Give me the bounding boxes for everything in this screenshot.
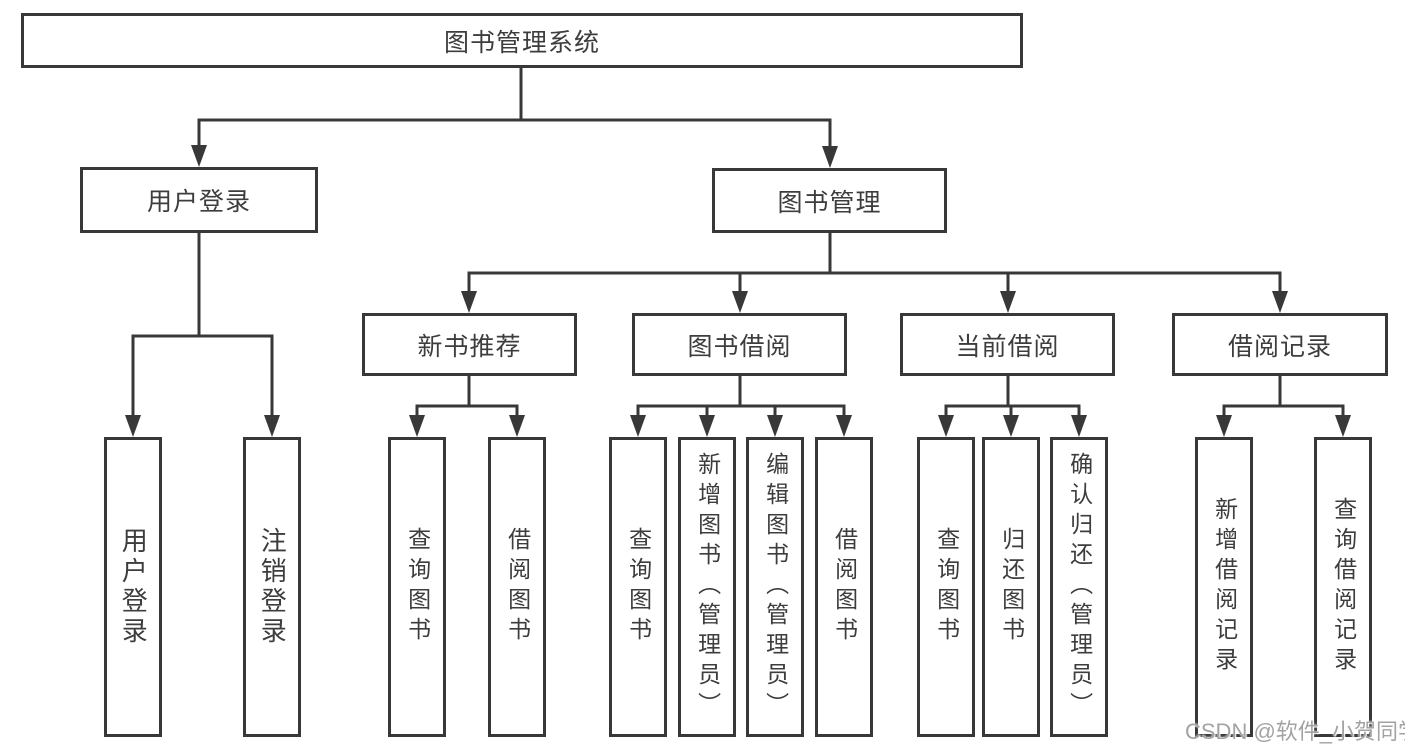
node-book-management: 图书管理 — [712, 168, 947, 233]
node-label: 新书推荐 — [417, 332, 522, 361]
node-book-borrowing: 图书借阅 — [632, 313, 847, 376]
leaf-add-books-admin: 新增图书（管理员） — [678, 437, 736, 737]
node-label: 图书借阅 — [687, 332, 792, 361]
node-label: 当前借阅 — [955, 332, 1060, 361]
connector-book-mgmt-children — [461, 231, 1288, 313]
leaf-confirm-return-admin: 确认归还（管理员） — [1050, 437, 1108, 737]
node-library-management-system: 图书管理系统 — [21, 13, 1023, 68]
node-user-login: 用户登录 — [80, 167, 318, 233]
connector-borrow-records-children — [1216, 374, 1351, 437]
leaf-logout: 注销登录 — [243, 437, 301, 737]
connector-user-login-children — [125, 231, 280, 437]
leaf-query-books: 查询图书 — [388, 437, 446, 737]
leaf-borrow-books: 借阅图书 — [488, 437, 546, 737]
leaf-edit-books-admin: 编辑图书（管理员） — [746, 437, 804, 737]
node-label: 新增图书（管理员） — [694, 452, 721, 722]
node-label: 借阅图书 — [831, 527, 858, 647]
node-label: 图书管理 — [777, 188, 882, 217]
leaf-return-books: 归还图书 — [982, 437, 1040, 737]
connector-root-children — [191, 66, 838, 168]
node-label: 新增借阅记录 — [1211, 497, 1238, 677]
leaf-borrow-books: 借阅图书 — [815, 437, 873, 737]
node-label: 归还图书 — [998, 527, 1025, 647]
leaf-query-books: 查询图书 — [917, 437, 975, 737]
leaf-query-books: 查询图书 — [609, 437, 667, 737]
leaf-add-borrow-record: 新增借阅记录 — [1195, 437, 1253, 737]
node-label: 借阅图书 — [504, 527, 531, 647]
node-current-borrowing: 当前借阅 — [900, 313, 1115, 376]
connector-new-book-rec-children — [409, 374, 525, 437]
node-new-book-recommendation: 新书推荐 — [362, 313, 577, 376]
node-label: 查询图书 — [404, 527, 431, 647]
node-label: 借阅记录 — [1227, 332, 1332, 361]
node-label: 查询图书 — [933, 527, 960, 647]
connector-book-borrow-children — [630, 374, 852, 437]
leaf-user-login: 用户登录 — [104, 437, 162, 737]
node-label: 编辑图书（管理员） — [762, 452, 789, 722]
node-label: 查询借阅记录 — [1330, 497, 1357, 677]
watermark: CSDN @软件_小贺同学 — [1185, 719, 1405, 744]
node-label: 图书管理系统 — [443, 28, 600, 57]
node-borrowing-records: 借阅记录 — [1172, 313, 1388, 376]
node-label: 注销登录 — [257, 527, 288, 647]
connector-current-borrow-children — [938, 374, 1087, 437]
leaf-query-borrow-record: 查询借阅记录 — [1314, 437, 1372, 737]
node-label: 用户登录 — [146, 188, 251, 216]
node-label: 用户登录 — [118, 527, 149, 647]
node-label: 确认归还（管理员） — [1066, 452, 1093, 722]
node-label: 查询图书 — [625, 527, 652, 647]
